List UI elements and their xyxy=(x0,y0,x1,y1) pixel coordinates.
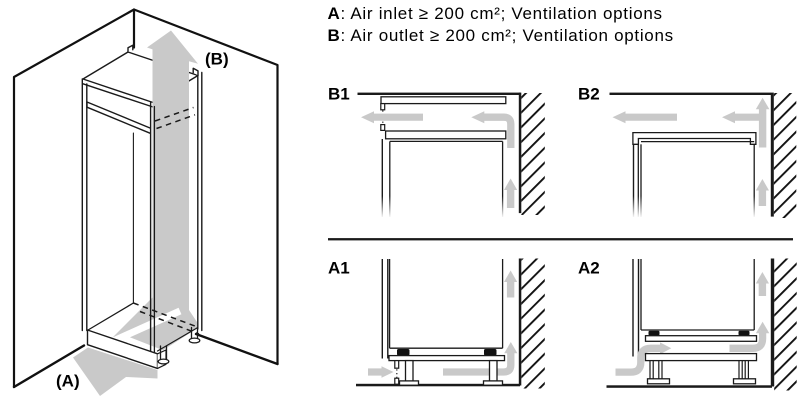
svg-text:A1: A1 xyxy=(328,259,350,278)
svg-text:B: Air outlet ≥ 200 cm²; Venti: B: Air outlet ≥ 200 cm²; Ventilation opt… xyxy=(328,26,674,45)
svg-text:(B): (B) xyxy=(205,50,229,69)
svg-text:B2: B2 xyxy=(578,85,600,104)
svg-text:A2: A2 xyxy=(578,259,600,278)
svg-text:(A): (A) xyxy=(56,372,80,391)
svg-text:B1: B1 xyxy=(328,85,350,104)
svg-text:A: Air inlet ≥ 200 cm²; Ventil: A: Air inlet ≥ 200 cm²; Ventilation opti… xyxy=(328,4,663,23)
